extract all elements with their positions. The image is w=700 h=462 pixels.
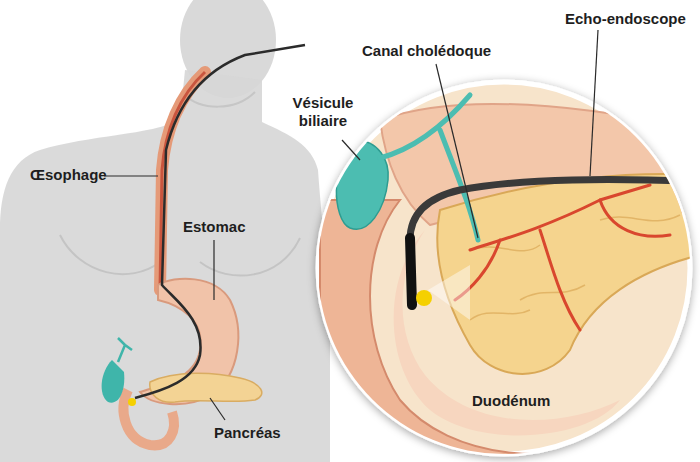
duodenum-outer — [320, 200, 700, 462]
blood-vessels — [455, 185, 670, 330]
pancreas-lobules — [470, 215, 680, 320]
neck-line — [185, 92, 255, 107]
part-label: Canal cholédoque — [362, 42, 491, 60]
leader-line — [342, 140, 360, 160]
ultrasound-probe — [416, 290, 432, 306]
endoscope-cable — [410, 180, 700, 240]
zoom-content — [320, 95, 700, 462]
leader-line — [210, 398, 225, 420]
part-label: Œsophage — [30, 166, 107, 184]
leader-line — [213, 240, 214, 300]
leader-lines — [104, 30, 598, 420]
part-label: Vésicule biliaire — [280, 94, 366, 130]
part-label: Pancréas — [214, 424, 281, 442]
gallbladder — [102, 360, 125, 403]
breast-line — [60, 235, 160, 274]
leader-line — [590, 30, 598, 176]
endoscope-cable — [135, 45, 305, 398]
part-label: Duodénum — [472, 392, 550, 410]
leader-line — [436, 64, 478, 238]
probe-tip — [128, 398, 136, 406]
pancreas — [437, 174, 700, 374]
bile-duct — [380, 95, 478, 240]
torso — [0, 70, 330, 462]
part-label: Echo-endoscope — [565, 10, 686, 28]
breast-line — [200, 238, 300, 276]
endoscope-tip — [410, 238, 412, 305]
ultrasound-beam — [428, 265, 470, 320]
esophagus — [160, 72, 205, 290]
body-silhouette — [0, 0, 330, 462]
bile-duct — [118, 338, 132, 362]
part-label: Estomac — [183, 218, 246, 236]
leader-line — [104, 175, 158, 176]
gallbladder — [336, 140, 388, 229]
esophagus-wall — [160, 72, 205, 290]
duodenum — [124, 390, 174, 445]
duodenum-inner — [394, 230, 620, 435]
